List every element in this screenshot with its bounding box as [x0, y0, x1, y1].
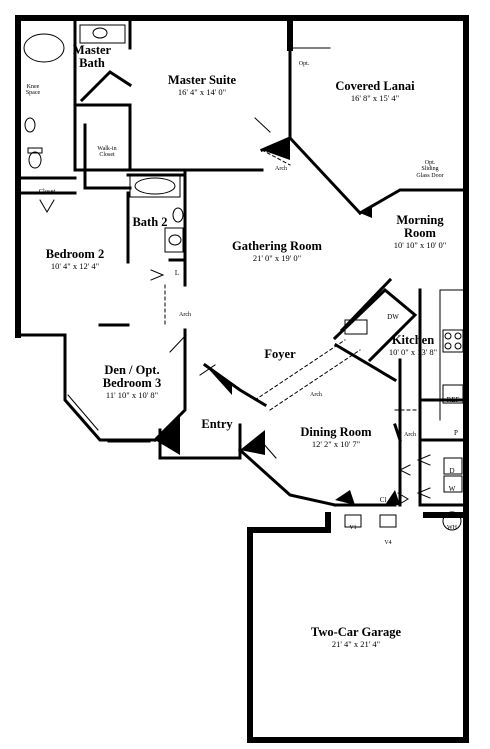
bath-2-label: Bath 2	[132, 215, 168, 229]
bedroom-2-label: Bedroom 2 10' 4" x 12' 4"	[45, 247, 105, 272]
door-swings	[39, 117, 431, 506]
entry-label: Entry	[201, 417, 233, 431]
pantry-tag: P	[454, 429, 458, 437]
wall-poche	[155, 138, 400, 505]
exterior-walls	[15, 15, 469, 743]
dining-room-label: Dining Room 12' 2" x 10' 7"	[300, 425, 372, 450]
walk-in-closet-label: Walk-in Closet	[97, 146, 117, 159]
gathering-room-label: Gathering Room 21' 0" x 19' 0"	[232, 239, 322, 264]
arch-dashes	[164, 149, 421, 411]
linen-tag: L	[174, 269, 180, 277]
equipment-tag-2: V4	[384, 540, 392, 546]
refrigerator-tag: REF	[446, 396, 460, 404]
morning-room-label: Morning Room 10' 10" x 10' 0"	[393, 213, 447, 251]
arch-label-bath: Arch	[179, 312, 191, 318]
sliding-door-label: Opt. Sliding Glass Door	[416, 160, 444, 179]
master-suite-label: Master Suite 16' 4" x 14' 0"	[167, 73, 237, 98]
kitchen-label: Kitchen 10' 0" x 13' 8"	[388, 333, 438, 358]
master-bath-label: Master Bath	[72, 43, 112, 71]
arch-label-kitchen: Arch	[404, 432, 416, 438]
dryer-tag: D	[449, 467, 455, 475]
fixtures	[23, 24, 467, 531]
closet-label: Closet	[38, 188, 56, 195]
covered-lanai-label: Covered Lanai 16' 8" x 15' 4"	[335, 79, 415, 104]
foyer-label: Foyer	[264, 347, 296, 361]
garage-label: Two-Car Garage 21' 4" x 21' 4"	[310, 625, 402, 650]
window-lines	[15, 15, 469, 701]
water-heater-tag: WH	[447, 525, 457, 531]
opt-label: Opt.	[298, 61, 310, 67]
arch-label-master: Arch	[275, 166, 287, 172]
dishwasher-tag: DW	[387, 313, 399, 321]
washer-tag: W	[448, 485, 456, 493]
den-label: Den / Opt. Bedroom 3 11' 10" x 10' 8"	[102, 363, 162, 401]
coat-closet-tag: Cl	[379, 496, 387, 504]
knee-space-label: Knee Space	[25, 84, 41, 97]
arch-label-foyer: Arch	[310, 392, 322, 398]
equipment-tag-1: V1	[349, 525, 357, 531]
